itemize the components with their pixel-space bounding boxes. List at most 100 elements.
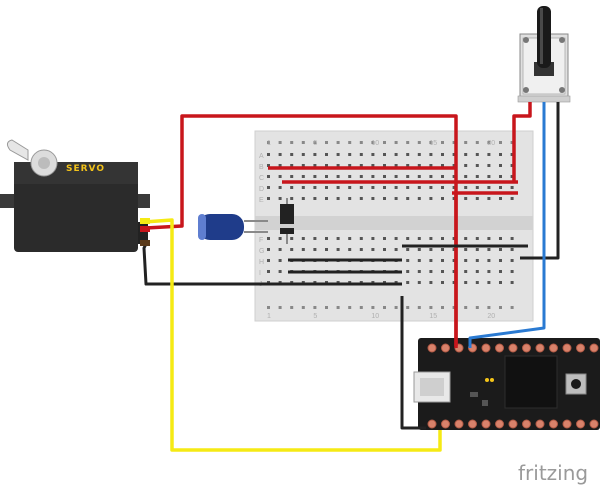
breadboard-hole (487, 186, 491, 189)
breadboard-hole (429, 270, 433, 273)
breadboard-hole (452, 197, 456, 200)
teensy-pin (468, 419, 477, 429)
breadboard-row-label: B (259, 164, 264, 171)
breadboard-hole (371, 164, 375, 167)
potentiometer (517, 6, 571, 103)
breadboard-hole (429, 153, 433, 156)
breadboard-hole (348, 175, 352, 178)
breadboard-hole (383, 197, 386, 200)
breadboard-hole (383, 164, 386, 167)
breadboard-hole (348, 248, 352, 251)
teensy-pin (549, 343, 558, 353)
breadboard-rail-hole (499, 141, 502, 144)
breadboard-rail-hole (313, 141, 317, 144)
servo-leads (140, 218, 150, 246)
breadboard-hole (313, 153, 317, 156)
breadboard-hole (464, 153, 468, 156)
breadboard-hole (336, 197, 340, 200)
teensy-pin (589, 419, 599, 429)
breadboard-hole (487, 153, 491, 156)
breadboard-hole (475, 248, 479, 251)
breadboard-hole (487, 237, 491, 240)
breadboard-hole (510, 186, 514, 189)
breadboard-hole (406, 281, 410, 284)
potentiometer-knob[interactable] (537, 6, 551, 68)
breadboard-hole (371, 153, 375, 156)
breadboard-hole (475, 153, 479, 156)
breadboard-rail-hole (417, 306, 421, 309)
breadboard-row-label: F (259, 237, 263, 244)
breadboard-hole (278, 175, 282, 178)
breadboard-hole (267, 164, 270, 167)
breadboard-rail-hole (301, 141, 305, 144)
breadboard-hole (325, 197, 328, 200)
breadboard-rail-hole (336, 306, 340, 309)
breadboard-hole (406, 175, 410, 178)
breadboard-hole (452, 175, 456, 178)
breadboard-hole (452, 164, 456, 167)
breadboard-hole (487, 259, 491, 262)
breadboard-hole (475, 237, 479, 240)
breadboard-column-label: 5 (313, 140, 317, 147)
breadboard-hole (313, 237, 317, 240)
breadboard-hole (499, 164, 502, 167)
wire-blue-pot-signal (468, 102, 546, 348)
breadboard-hole (510, 175, 514, 178)
breadboard-hole (290, 186, 294, 189)
breadboard-hole (406, 237, 410, 240)
breadboard-hole (278, 186, 282, 189)
breadboard-hole (359, 186, 363, 189)
teensy-pin (441, 419, 450, 429)
teensy-pin (427, 419, 437, 429)
breadboard-rail-hole (406, 306, 410, 309)
breadboard-hole (406, 186, 410, 189)
fritzing-logo: fritzing (518, 461, 588, 485)
breadboard-hole (301, 175, 305, 178)
teensy-pin (522, 343, 531, 353)
breadboard-hole (452, 270, 456, 273)
breadboard-hole (499, 281, 502, 284)
breadboard-rail-hole (290, 306, 294, 309)
breadboard-holes (267, 141, 514, 309)
breadboard-hole (278, 153, 282, 156)
breadboard-hole (348, 186, 352, 189)
breadboard-hole (429, 248, 433, 251)
breadboard-hole (290, 248, 294, 251)
breadboard-hole (325, 248, 328, 251)
breadboard-hole (499, 186, 502, 189)
teensy-pin (576, 343, 585, 353)
breadboard-hole (452, 281, 456, 284)
breadboard-hole (429, 237, 433, 240)
breadboard-rail-hole (510, 141, 514, 144)
electrolytic-capacitor (198, 214, 268, 240)
breadboard-hole (313, 175, 317, 178)
breadboard-rail-hole (487, 141, 491, 144)
breadboard-hole (452, 153, 456, 156)
breadboard-hole (464, 248, 468, 251)
breadboard-hole (301, 153, 305, 156)
breadboard-hole (336, 153, 340, 156)
breadboard-hole (290, 197, 294, 200)
breadboard-rail-hole (278, 141, 282, 144)
mcu-chip (504, 355, 558, 409)
breadboard-hole (348, 237, 352, 240)
breadboard-rail-hole (383, 306, 386, 309)
breadboard-hole (394, 186, 398, 189)
breadboard-rail-hole (475, 141, 479, 144)
breadboard-rail-hole (383, 141, 386, 144)
teensy-pin (549, 419, 558, 429)
breadboard-rail-hole (348, 306, 352, 309)
breadboard-rail-hole (441, 141, 444, 144)
breadboard-hole (464, 259, 468, 262)
breadboard-hole (464, 197, 468, 200)
breadboard-hole (464, 186, 468, 189)
breadboard-hole (406, 248, 410, 251)
servo-label: SERVO (66, 164, 105, 174)
teensy-pin (441, 343, 450, 353)
breadboard-hole (301, 164, 305, 167)
breadboard-hole (417, 281, 421, 284)
teensy-board (413, 338, 600, 430)
breadboard-rail-hole (325, 141, 328, 144)
